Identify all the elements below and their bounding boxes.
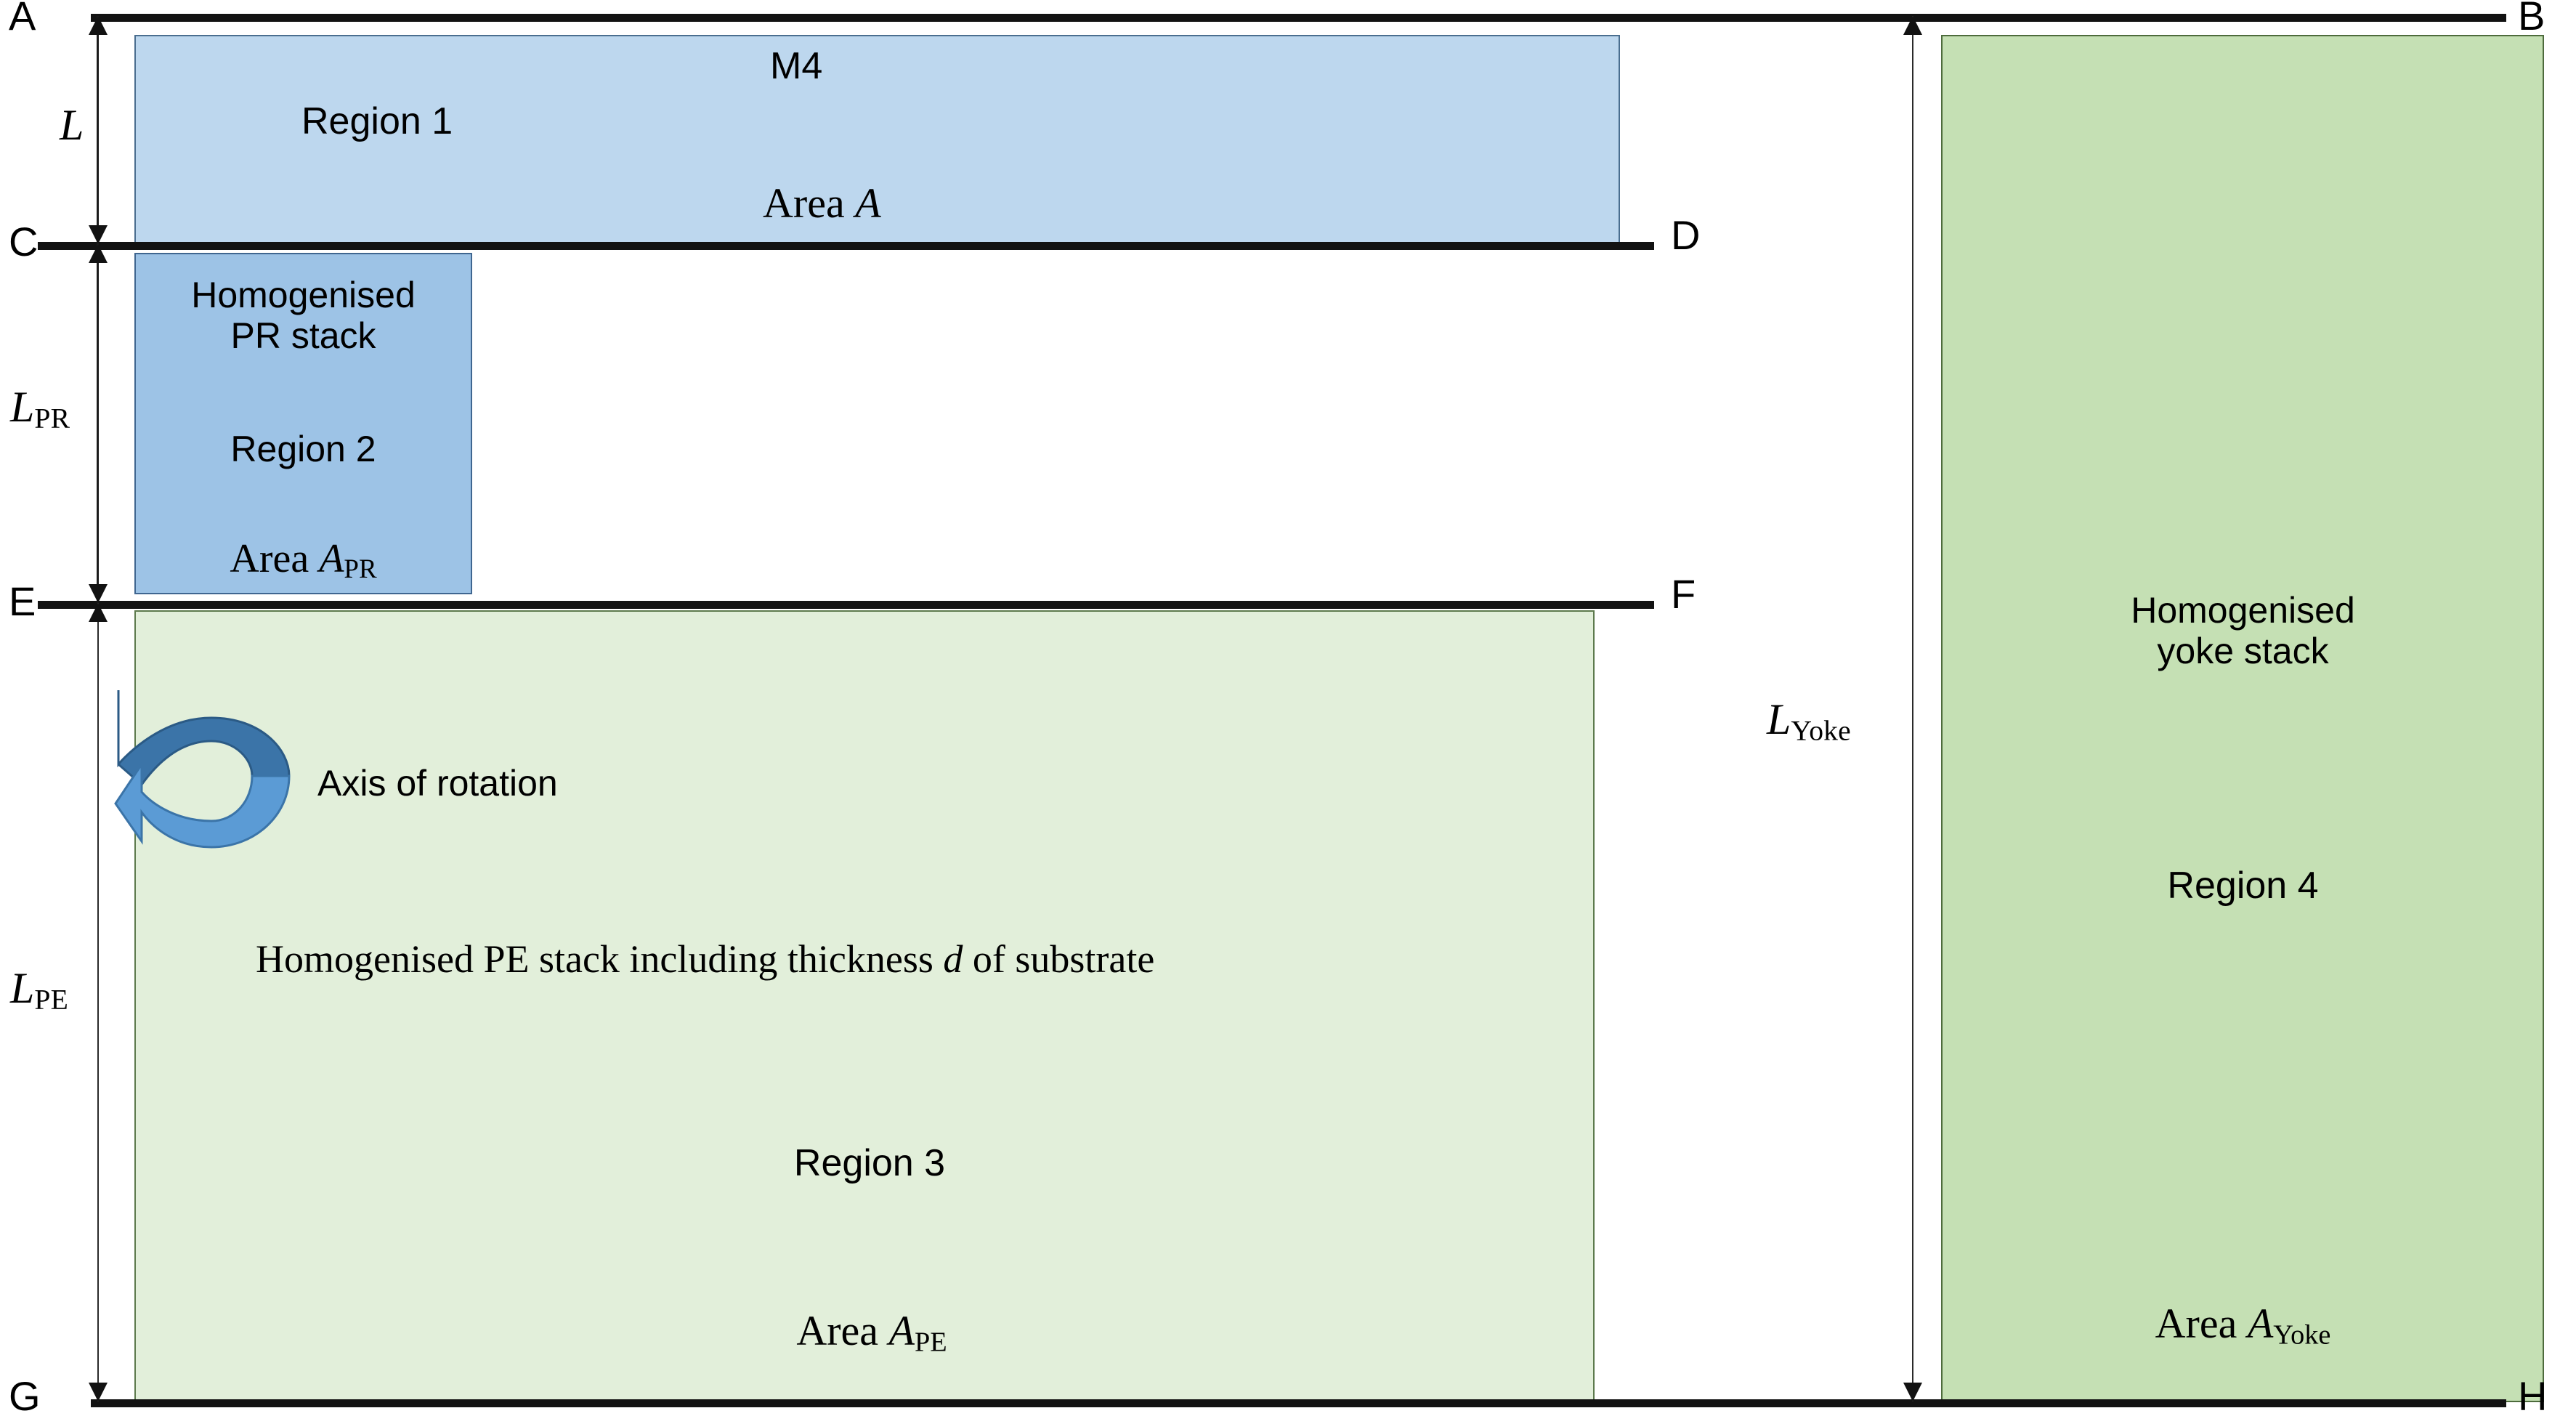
rotation-arrow-lower-band	[114, 761, 291, 849]
dimension-symbol: L	[60, 101, 84, 149]
arrowhead-down-icon	[89, 1383, 108, 1401]
arrowhead-down-icon	[1903, 1383, 1922, 1401]
region-2-title: Homogenised PR stack	[138, 275, 469, 356]
dimension-symbol: L	[10, 383, 35, 431]
region-2-title-line-2: PR stack	[230, 315, 376, 356]
dimension-arrow-l	[89, 16, 108, 244]
boundary-line-gh	[91, 1399, 2506, 1407]
dimension-symbol: L	[1767, 695, 1791, 743]
region-2-title-line-1: Homogenised	[191, 275, 416, 315]
dimension-label-lpe: LPE	[10, 966, 68, 1014]
corner-label-b: B	[2518, 0, 2545, 39]
arrowhead-down-icon	[89, 225, 108, 244]
arrow-shaft	[97, 16, 99, 244]
boundary-line-ab	[91, 14, 2506, 22]
region-4-name-label: Region 4	[2167, 865, 2319, 907]
region-3-description-head: Homogenised PE stack including thickness	[256, 937, 944, 981]
boundary-line-ef	[38, 601, 1654, 609]
area-prefix: Area	[230, 536, 320, 581]
region-2-area-label: Area APR	[138, 536, 469, 584]
region-3-name-label: Region 3	[793, 1142, 946, 1184]
arrowhead-down-icon	[89, 584, 108, 603]
dimension-subscript: Yoke	[1791, 714, 1851, 747]
rotation-arrow-icon	[113, 683, 323, 872]
area-subscript: Yoke	[2273, 1319, 2331, 1351]
arrow-shaft	[97, 603, 99, 1401]
arrowhead-up-icon	[1903, 16, 1922, 35]
arrow-shaft	[97, 244, 99, 603]
region-4-title-line-1: Homogenised	[2131, 590, 2355, 631]
corner-label-d: D	[1671, 212, 1701, 258]
region-3-description: Homogenised PE stack including thickness…	[256, 937, 1154, 981]
corner-label-h: H	[2518, 1373, 2548, 1419]
region-1-material-label: M4	[770, 45, 823, 87]
dimension-label-l: L	[60, 103, 84, 151]
region-1-area-label: Area A	[763, 179, 881, 230]
area-prefix: Area	[796, 1307, 889, 1354]
area-symbol: A	[319, 536, 344, 581]
area-prefix: Area	[763, 179, 856, 227]
region-1-shape	[134, 35, 1620, 247]
dimension-subscript: PE	[34, 983, 68, 1016]
corner-label-f: F	[1671, 571, 1696, 617]
region-3-shape	[134, 610, 1595, 1402]
dimension-subscript: PR	[34, 402, 70, 434]
region-3-description-tail: of substrate	[963, 937, 1155, 981]
area-symbol: A	[855, 179, 881, 227]
region-4-area-label: Area AYoke	[1954, 1300, 2532, 1351]
dimension-arrow-lpe	[89, 603, 108, 1401]
area-symbol: A	[2247, 1300, 2274, 1347]
region-3-area-label: Area APE	[726, 1307, 1017, 1358]
region-3-thickness-symbol: d	[943, 937, 963, 981]
dimension-label-lpr: LPR	[10, 385, 70, 433]
region-1-name-label: Region 1	[301, 100, 453, 142]
axis-of-rotation-label: Axis of rotation	[317, 763, 558, 804]
dimension-symbol: L	[10, 964, 35, 1012]
corner-label-a: A	[9, 0, 36, 39]
corner-label-g: G	[9, 1373, 41, 1419]
region-4-shape	[1941, 35, 2544, 1402]
corner-label-c: C	[9, 219, 39, 264]
dimension-arrow-lyoke	[1903, 16, 1922, 1401]
area-prefix: Area	[2155, 1300, 2248, 1347]
arrowhead-up-icon	[89, 244, 108, 263]
arrow-shaft	[1912, 16, 1913, 1401]
region-4-title: Homogenised yoke stack	[1954, 590, 2532, 671]
area-subscript: PE	[914, 1327, 947, 1358]
area-subscript: PR	[344, 554, 377, 584]
rotation-arrow-upper-band	[117, 690, 291, 787]
dimension-arrow-lpr	[89, 244, 108, 603]
boundary-line-cd	[38, 242, 1654, 250]
arrowhead-up-icon	[89, 603, 108, 622]
region-2-shape	[134, 253, 472, 594]
area-symbol: A	[888, 1307, 915, 1354]
arrowhead-up-icon	[89, 16, 108, 35]
dimension-label-lyoke: LYoke	[1767, 697, 1851, 745]
region-2-name-label: Region 2	[230, 429, 376, 469]
region-4-title-line-2: yoke stack	[2157, 631, 2329, 671]
corner-label-e: E	[9, 578, 36, 624]
